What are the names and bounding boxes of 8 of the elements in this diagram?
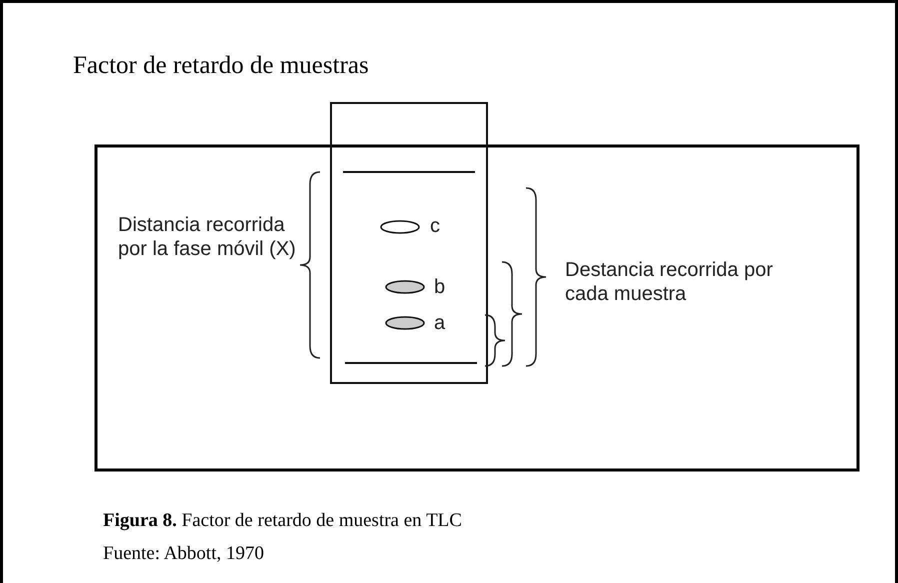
spot-label: b — [434, 275, 446, 299]
axis-annotation: Destancia recorrida por cada muestra — [565, 258, 774, 306]
spot-label: a — [434, 311, 446, 335]
source-note: Fuente: Abbott, 1970 — [103, 543, 264, 565]
spot-label: c — [430, 214, 440, 238]
figure-caption: Figura 8. Factor de retardo de muestra en TLC — [103, 510, 462, 532]
axis-annotation: Distancia recorrida por la fase móvil (X) — [118, 213, 297, 261]
figure-title: Factor de retardo de muestras — [73, 52, 369, 80]
